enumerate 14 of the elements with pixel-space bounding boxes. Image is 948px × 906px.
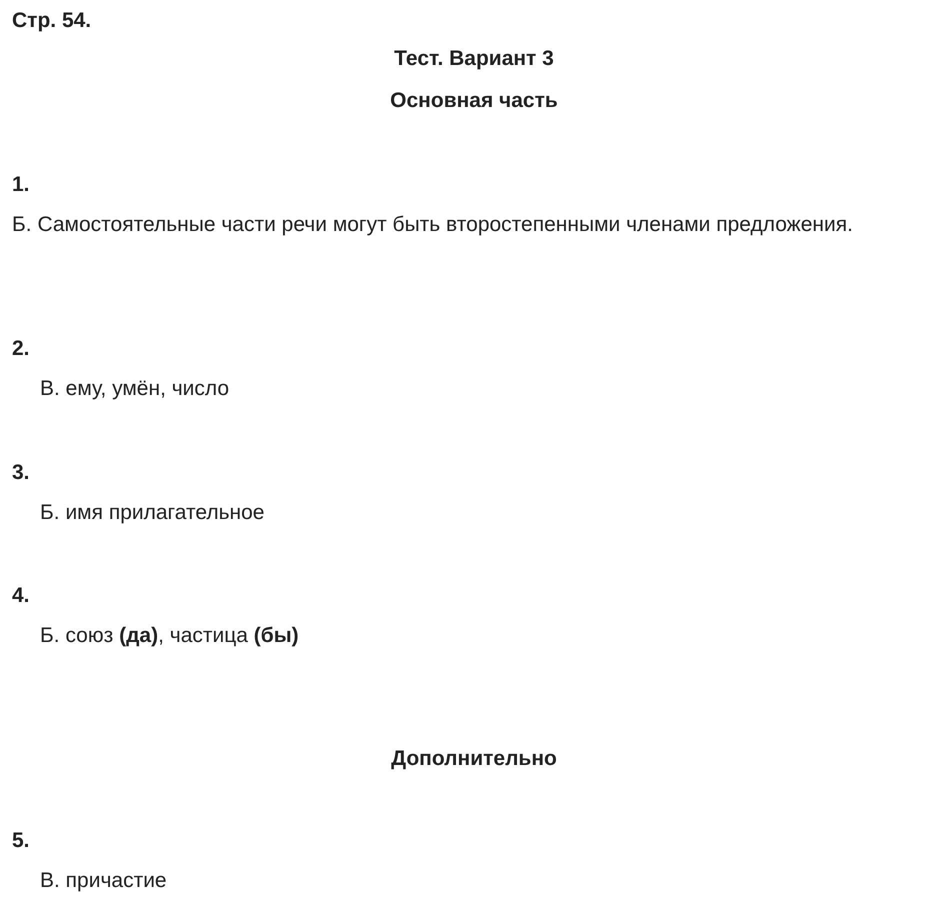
question-number: 4.	[12, 583, 30, 609]
question-number: 2.	[12, 336, 30, 362]
answer-text: Б. союз (да), частица (бы)	[40, 623, 299, 649]
answer-text: Б. имя прилагательное	[40, 500, 264, 526]
question-number: 5.	[12, 828, 30, 854]
section-heading: Дополнительно	[390, 746, 558, 772]
question-number: 1.	[12, 172, 30, 198]
question-number: 3.	[12, 460, 30, 486]
section-heading: Основная часть	[389, 88, 559, 114]
answer-text: В. причастие	[40, 868, 167, 894]
answer-text: Б. Самостоятельные части речи могут быть второстепенными членами предложения.	[12, 212, 854, 238]
page-number: Стр. 54.	[12, 8, 92, 34]
answer-text: В. ему, умён, число	[40, 376, 230, 402]
test-title: Тест. Вариант 3	[393, 46, 555, 72]
